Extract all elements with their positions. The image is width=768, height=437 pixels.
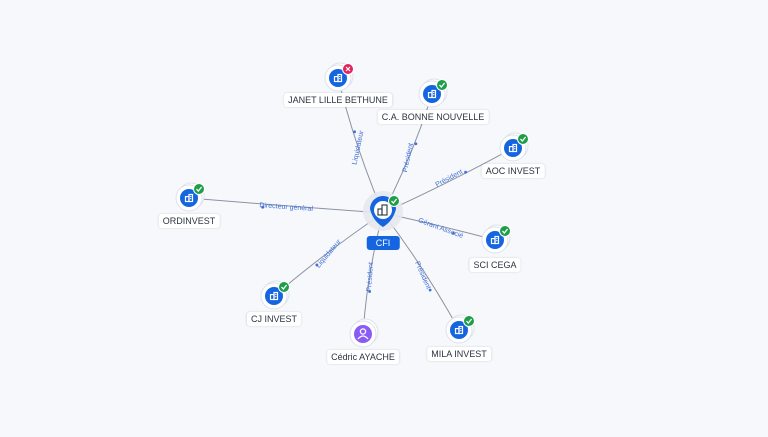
node-cedric[interactable] <box>349 318 379 348</box>
active-status-icon <box>436 79 448 91</box>
node-mila[interactable] <box>445 314 475 344</box>
building-icon <box>454 325 464 335</box>
building-icon <box>333 73 343 83</box>
node-label-ordinvest[interactable]: ORDINVEST <box>158 214 220 228</box>
building-icon <box>508 143 518 153</box>
node-cjinvest[interactable] <box>260 280 290 310</box>
center-node-label[interactable]: CFI <box>366 236 400 250</box>
node-ca[interactable] <box>418 78 448 108</box>
edge-arrow-icon <box>368 290 371 293</box>
edge-label-scicega: Gérant Associé <box>417 217 464 240</box>
active-status-icon <box>463 315 475 327</box>
node-label-ca[interactable]: C.A. BONNE NOUVELLE <box>377 110 489 124</box>
building-icon <box>490 235 500 245</box>
active-status-icon <box>517 133 529 145</box>
edge-arrow-icon <box>428 288 432 292</box>
active-status-icon <box>278 281 290 293</box>
node-label-cedric[interactable]: Cédric AYACHE <box>327 350 399 364</box>
center-node[interactable] <box>363 191 403 231</box>
edge-label-mila: Président <box>413 260 431 290</box>
node-label-aoc[interactable]: AOC INVEST <box>481 164 545 178</box>
node-label-janet[interactable]: JANET LILLE BETHUNE <box>284 93 392 107</box>
edge-arrow-icon <box>414 142 418 146</box>
node-janet[interactable] <box>324 62 354 92</box>
node-label-cjinvest[interactable]: CJ INVEST <box>246 312 302 326</box>
active-status-icon <box>193 183 205 195</box>
edge-label-aoc: Président <box>435 169 464 189</box>
active-status-icon <box>388 195 400 207</box>
edge-arrow-icon <box>261 205 265 209</box>
closed-status-icon <box>342 63 354 75</box>
building-icon <box>427 89 437 99</box>
center-building-icon <box>377 204 388 216</box>
building-icon <box>184 193 194 203</box>
edge-arrow-icon <box>452 231 455 235</box>
edge-label-ca: Président <box>402 142 415 172</box>
node-scicega[interactable] <box>481 224 511 254</box>
node-aoc[interactable] <box>499 132 529 162</box>
node-label-scicega[interactable]: SCI CEGA <box>469 258 521 272</box>
edge-label-cedric: Président <box>366 262 375 292</box>
edge-arrow-icon <box>353 130 356 134</box>
edge-label-cjinvest: Liquidateur <box>315 238 343 270</box>
node-ordinvest[interactable] <box>175 182 205 212</box>
edge-arrow-icon <box>464 170 467 174</box>
edge-arrow-icon <box>315 263 319 267</box>
node-label-mila[interactable]: MILA INVEST <box>427 347 491 361</box>
relation-edge-ordinvest <box>188 197 384 214</box>
person-icon <box>357 328 369 340</box>
active-status-icon <box>499 225 511 237</box>
edge-label-ordinvest: Directeur général <box>259 202 313 213</box>
building-icon <box>269 291 279 301</box>
